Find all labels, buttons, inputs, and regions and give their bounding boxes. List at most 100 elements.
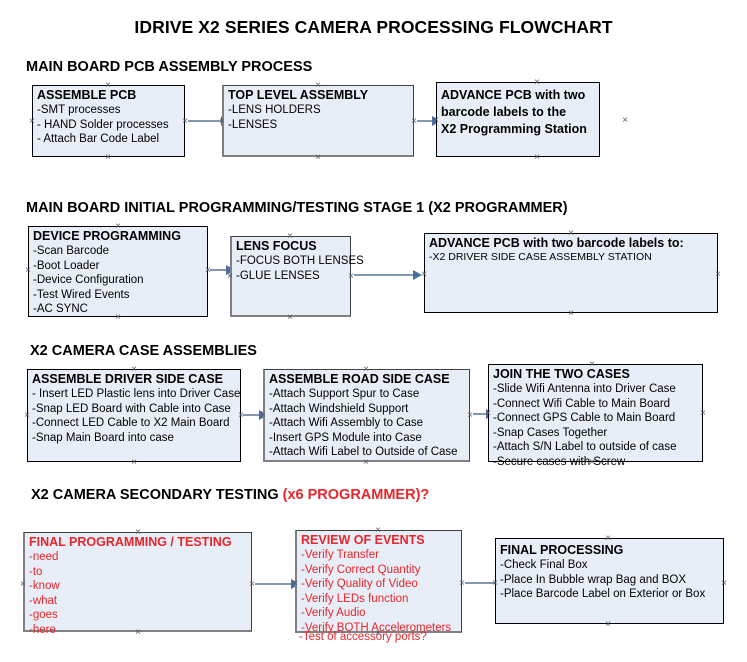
selection-handle-right[interactable]: [621, 116, 630, 125]
selection-handle-bottom[interactable]: [533, 153, 542, 162]
selection-handle-top[interactable]: [104, 81, 113, 90]
flow-box-final-programming-testing[interactable]: FINAL PROGRAMMING / TESTING -need -to -k…: [23, 532, 252, 636]
flow-box-assemble-driver-side-case[interactable]: ASSEMBLE DRIVER SIDE CASE - Insert LED P…: [27, 369, 241, 462]
flow-box-top-level-assembly[interactable]: TOP LEVEL ASSEMBLY -LENS HOLDERS -LENSES: [222, 85, 414, 157]
selection-handle-bottom[interactable]: [114, 313, 123, 322]
flow-box-content: ASSEMBLE DRIVER SIDE CASE - Insert LED P…: [32, 372, 241, 445]
flow-box-title: ADVANCE PCB with two: [441, 88, 586, 102]
selection-handle-top[interactable]: [314, 81, 323, 90]
selection-handle-top[interactable]: [588, 360, 597, 369]
selection-handle-left[interactable]: [420, 270, 429, 279]
flow-box-title: FINAL PROGRAMMING / TESTING: [29, 535, 232, 549]
flow-box-assemble-pcb[interactable]: ASSEMBLE PCB -SMT processes - HAND Solde…: [32, 85, 185, 157]
selection-handle-left[interactable]: [218, 117, 227, 126]
flow-box-lens-focus[interactable]: LENS FOCUS -FOCUS BOTH LENSES -GLUE LENS…: [230, 236, 364, 317]
flow-box-line: -AC SYNC: [33, 303, 88, 315]
selection-handle-right[interactable]: [466, 411, 475, 420]
selection-handle-top[interactable]: [374, 526, 383, 535]
selection-handle-right[interactable]: [720, 579, 729, 588]
flow-box-line: -Place In Bubble wrap Bag and BOX: [500, 573, 687, 586]
selection-handle-right[interactable]: [699, 409, 708, 418]
flow-box-line: -Snap Main Board into case: [32, 431, 174, 444]
flow-box-title: REVIEW OF EVENTS: [301, 533, 425, 547]
section-heading-highlight: (x6 PROGRAMMER)?: [282, 487, 430, 503]
flow-box-title: TOP LEVEL ASSEMBLY: [228, 88, 369, 102]
selection-handle-left[interactable]: [24, 266, 33, 275]
selection-handle-left[interactable]: [226, 272, 235, 281]
flow-box-line: -Attach S/N Label to outside of case: [493, 441, 677, 453]
flow-box-content: FINAL PROGRAMMING / TESTING -need -to -k…: [29, 535, 249, 637]
flow-box-title: ASSEMBLE DRIVER SIDE CASE: [32, 372, 224, 386]
flow-box-line: -Verify Correct Quantity: [301, 563, 421, 576]
flow-box-line: -what: [29, 594, 58, 607]
flow-box-line: -Boot Loader: [33, 259, 100, 272]
selection-handle-right[interactable]: [714, 270, 723, 279]
selection-handle-left[interactable]: [291, 579, 300, 588]
flow-box-content: ASSEMBLE PCB -SMT processes - HAND Solde…: [37, 88, 182, 147]
section-heading-text: X2 CAMERA SECONDARY TESTING: [31, 487, 283, 503]
flow-box-final-processing[interactable]: FINAL PROCESSING -Check Final Box -Place…: [495, 538, 724, 624]
selection-handle-top[interactable]: [567, 229, 576, 238]
selection-handle-top[interactable]: [130, 365, 139, 374]
flow-box-line: -to: [29, 565, 43, 578]
selection-handle-bottom[interactable]: [567, 309, 576, 318]
selection-handle-left[interactable]: [484, 409, 493, 418]
flow-box-device-programming[interactable]: DEVICE PROGRAMMING -Scan Barcode -Boot L…: [28, 226, 208, 317]
selection-handle-bottom[interactable]: [604, 620, 613, 629]
selection-handle-left[interactable]: [19, 580, 28, 589]
flow-box-line: -Attach Wifi Assembly to Case: [269, 417, 424, 429]
connector-arrow-driver-side-to-road-side: [243, 410, 268, 420]
flow-box-assemble-road-side-case[interactable]: ASSEMBLE ROAD SIDE CASE -Attach Support …: [263, 369, 470, 462]
selection-handle-bottom[interactable]: [286, 313, 295, 322]
flow-box-title: LENS FOCUS: [236, 239, 317, 253]
flow-box-line: -Slide Wifi Antenna into Driver Case: [493, 383, 676, 395]
flow-box-line: -Insert GPS Module into Case: [269, 431, 422, 444]
flow-box-line: -X2 DRIVER SIDE CASE ASSEMBLY STATION: [429, 251, 652, 263]
selection-handle-left[interactable]: [491, 579, 500, 588]
selection-handle-left[interactable]: [432, 116, 441, 125]
flow-box-advance-pcb-to-x2-programming-station[interactable]: ADVANCE PCB with two barcode labels to t…: [436, 82, 600, 157]
selection-handle-top[interactable]: [286, 232, 295, 241]
flow-box-line: -GLUE LENSES: [236, 269, 320, 282]
selection-handle-top[interactable]: [533, 78, 542, 87]
selection-handle-left[interactable]: [28, 117, 37, 126]
flow-box-line: -Attach Windshield Support: [269, 402, 409, 415]
flow-box-line: -Attach Support Spur to Case: [269, 388, 420, 400]
flow-box-review-of-events[interactable]: REVIEW OF EVENTS -Verify Transfer -Verif…: [295, 530, 462, 635]
selection-handle-top[interactable]: [604, 534, 613, 543]
selection-handle-left[interactable]: [23, 411, 32, 420]
flow-box-content: FINAL PROCESSING -Check Final Box -Place…: [500, 543, 721, 602]
flow-box-title: JOIN THE TWO CASES: [493, 367, 630, 381]
flow-box-content: DEVICE PROGRAMMING -Scan Barcode -Boot L…: [33, 229, 205, 317]
selection-handle-left[interactable]: [259, 411, 268, 420]
selection-handle-bottom[interactable]: [314, 153, 323, 162]
flow-box-line: -Connect GPS Cable to Main Board: [493, 412, 676, 424]
flow-box-line: - Insert LED Plastic lens into Driver Ca…: [32, 388, 241, 400]
flow-box-content: ADVANCE PCB with two barcode labels to t…: [441, 87, 597, 138]
selection-handle-bottom[interactable]: [104, 153, 113, 162]
flow-box-line: -Attach Wifi Label to Outside of Case: [269, 446, 458, 458]
flow-box-line: -Device Configuration: [33, 274, 144, 286]
selection-handle-bottom[interactable]: [130, 458, 139, 467]
selection-handle-top[interactable]: [114, 222, 123, 231]
selection-handle-top[interactable]: [134, 528, 143, 537]
section-heading-main-board-initial-programming: MAIN BOARD INITIAL PROGRAMMING/TESTING S…: [26, 200, 568, 216]
flow-box-line: - Attach Bar Code Label: [37, 133, 160, 145]
flow-box-content: REVIEW OF EVENTS -Verify Transfer -Verif…: [301, 533, 459, 635]
flow-box-line: -Verify Audio: [301, 607, 366, 619]
selection-handle-right[interactable]: [347, 272, 356, 281]
selection-handle-top[interactable]: [362, 365, 371, 374]
selection-handle-bottom[interactable]: [134, 628, 143, 637]
flow-box-line: -Snap LED Board with Cable into Case: [32, 402, 231, 415]
flow-box-line: -Verify Transfer: [301, 549, 379, 561]
connector-arrow-final-programming-to-review-of-events: [255, 579, 300, 589]
selection-handle-bottom[interactable]: [374, 629, 383, 638]
selection-handle-bottom[interactable]: [588, 458, 597, 467]
flow-box-join-the-two-cases[interactable]: JOIN THE TWO CASES -Slide Wifi Antenna i…: [488, 364, 703, 468]
flow-box-advance-pcb-to-driver-side-case-station[interactable]: ADVANCE PCB with two barcode labels to: …: [424, 233, 718, 313]
flow-box-content: ASSEMBLE ROAD SIDE CASE -Attach Support …: [269, 372, 467, 460]
section-heading-x2-camera-case-assemblies: X2 CAMERA CASE ASSEMBLIES: [30, 343, 257, 359]
flow-box-line: -Secure cases with Screw: [493, 455, 626, 468]
selection-handle-bottom[interactable]: [362, 458, 371, 467]
